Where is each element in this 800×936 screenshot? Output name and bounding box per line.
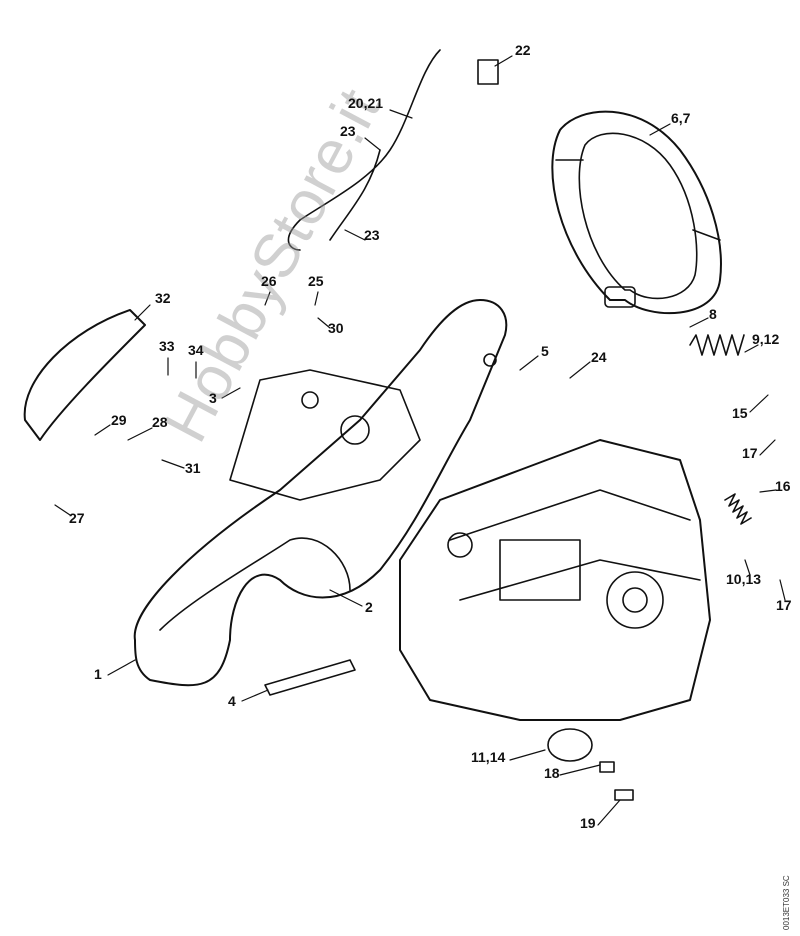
part-label: 5 — [541, 343, 549, 359]
part-label: 23 — [340, 123, 356, 139]
part-label: 27 — [69, 510, 85, 526]
part-label: 2 — [365, 599, 373, 615]
plate-part — [264, 659, 356, 696]
handlebar — [551, 110, 722, 315]
part-label: 23 — [364, 227, 380, 243]
part-label: 10,13 — [726, 571, 762, 587]
part-label: 24 — [591, 349, 607, 365]
part-label: 34 — [188, 342, 204, 358]
part-label: 6,7 — [671, 110, 691, 126]
spring-part-2 — [724, 493, 752, 525]
part-label: 33 — [159, 338, 175, 354]
part-label: 20,21 — [348, 95, 384, 111]
part-label: 29 — [111, 412, 127, 428]
part-label: 26 — [261, 273, 277, 289]
part-label: 22 — [515, 42, 531, 58]
part-label: 1 — [94, 666, 102, 682]
part-label: 4 — [228, 693, 236, 709]
rear-handle-housing — [133, 299, 508, 687]
screw-part — [599, 761, 615, 773]
part-label: 9,12 — [752, 331, 780, 347]
part-label: 17 — [742, 445, 758, 461]
wire-harness — [287, 49, 441, 251]
drawing-code: 0013ET033 SC — [782, 875, 791, 930]
mount-part — [547, 728, 593, 762]
part-label: 30 — [328, 320, 344, 336]
part-label: 15 — [732, 405, 748, 421]
leader-lines — [54, 55, 786, 826]
part-label: 19 — [580, 815, 596, 831]
part-label: 28 — [152, 414, 168, 430]
part-label: 8 — [709, 306, 717, 322]
part-label: 31 — [185, 460, 201, 476]
switch-part — [477, 59, 499, 85]
part-label: 18 — [544, 765, 560, 781]
spring-part — [689, 334, 745, 356]
part-label: 17 — [776, 597, 792, 613]
part-label: 3 — [209, 390, 217, 406]
engine-housing — [399, 439, 711, 721]
part-label: 32 — [155, 290, 171, 306]
part-label: 16 — [775, 478, 791, 494]
part-label: 11,14 — [471, 749, 506, 765]
part-label: 25 — [308, 273, 324, 289]
screw-part-2 — [614, 789, 634, 801]
